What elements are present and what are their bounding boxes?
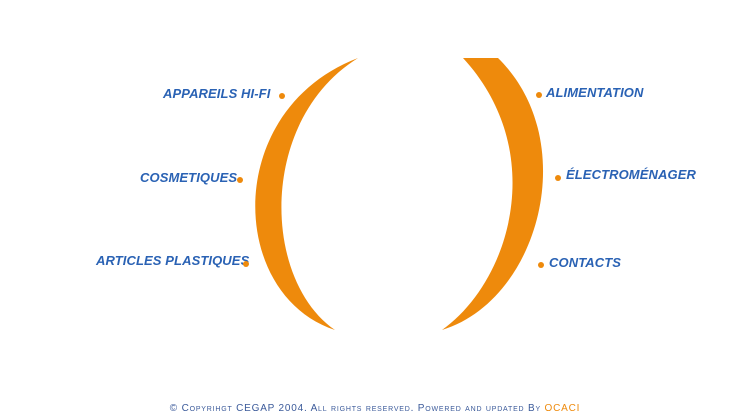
bullet-dot	[237, 177, 243, 183]
menu-link-appareils-hifi[interactable]: APPAREILS HI-FI	[163, 86, 271, 101]
right-arc-crescent	[442, 58, 544, 330]
bullet-dot	[538, 262, 544, 268]
bullet-dot	[536, 92, 542, 98]
footer-copyright-text: Copyrihgt CEGAP 2004. All rights reserve…	[181, 403, 541, 414]
menu-link-electromenager[interactable]: ÉLECTROMÉNAGER	[566, 167, 696, 182]
copyright-symbol: ©	[169, 403, 178, 414]
footer: © Copyrihgt CEGAP 2004. All rights reser…	[0, 402, 750, 416]
menu-link-contacts[interactable]: CONTACTS	[549, 255, 622, 270]
left-arc-crescent	[255, 58, 358, 330]
bullet-dot	[279, 93, 285, 99]
bullet-dot	[243, 261, 249, 267]
footer-brand-link[interactable]: OCACI	[544, 403, 581, 414]
menu-link-articles-plastiques[interactable]: ARTICLES PLASTIQUES	[96, 253, 250, 268]
bullet-dot	[555, 175, 561, 181]
menu-link-cosmetiques[interactable]: COSMETIQUES	[140, 170, 238, 185]
menu-link-alimentation[interactable]: ALIMENTATION	[546, 85, 644, 100]
